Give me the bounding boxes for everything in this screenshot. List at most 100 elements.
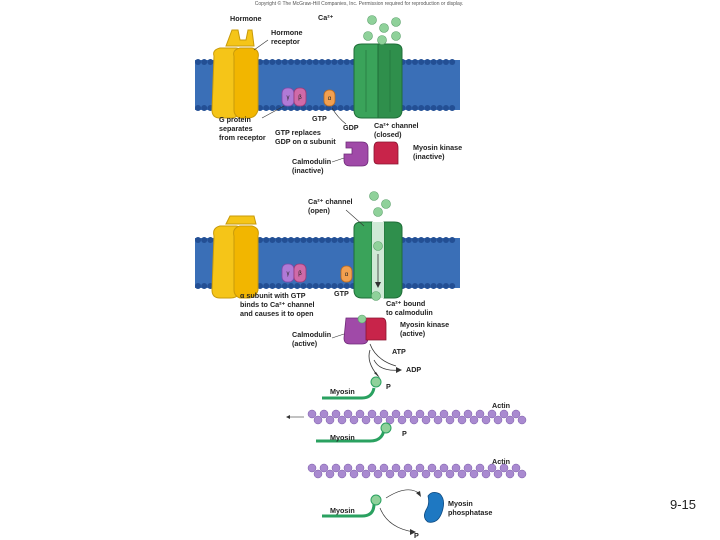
phospholipid-head (449, 59, 456, 65)
actin-bead (355, 463, 365, 473)
hormone-molecule (225, 215, 257, 225)
actin-bead (433, 415, 443, 425)
label-alpha-subunit-1: α subunit with GTP (240, 291, 306, 300)
actin-bead (325, 415, 335, 425)
phospholipid-head (424, 283, 431, 289)
phospholipid-head (269, 59, 276, 65)
calcium-channel-open (353, 221, 403, 299)
actin-bead (313, 415, 323, 425)
label-gtp-mid: GTP (334, 289, 349, 298)
label-p3: P (414, 531, 419, 540)
actin-bead (451, 463, 461, 473)
actin-bead (343, 409, 353, 419)
phospholipid-head (288, 237, 294, 243)
actin-bead (463, 463, 473, 473)
phospholipid-head (306, 283, 313, 289)
actin-bead (313, 469, 323, 479)
panel-2-channel-open: γ β α Ca²⁺ channel (open) GTP α subu (195, 191, 460, 348)
label-gtp-replaces-1: GTP replaces (275, 128, 321, 137)
actin-bead (493, 415, 503, 425)
actin-bead (385, 415, 395, 425)
label-ca-bound-2: to calmodulin (386, 308, 433, 317)
label-p2: P (402, 429, 407, 438)
phospholipid-head (337, 283, 344, 289)
phospholipid-head (418, 59, 425, 65)
phospholipid-head (325, 105, 332, 111)
phospholipid-head (343, 105, 350, 111)
label-calmodulin-active-2: (active) (292, 339, 318, 348)
actin-bead (457, 469, 467, 479)
phospholipid-head (281, 283, 288, 289)
actin-bead (487, 463, 497, 473)
actin-bead (361, 415, 371, 425)
phospholipid-head (412, 59, 418, 65)
label-adp: ADP (406, 365, 421, 374)
actin-bead (331, 463, 341, 473)
phospholipid-head (306, 237, 313, 243)
label-alpha-subunit-2: binds to Ca²⁺ channel (240, 300, 314, 309)
panel-3-myosin-phosphorylation: ATP ADP P Myosin Actin P Myosin Actin My… (286, 343, 527, 540)
actin-bead (475, 463, 485, 473)
actin-bead (505, 469, 515, 479)
phospholipid-head (436, 105, 443, 111)
actin-filament-2 (307, 463, 527, 479)
actin-bead (319, 409, 329, 419)
g-protein: γ β α (281, 87, 336, 107)
actin-bead (373, 415, 383, 425)
label-ca-channel-closed-2: (closed) (374, 130, 402, 139)
actin-bead (337, 469, 347, 479)
label-myosin2: Myosin (330, 433, 355, 442)
phospholipid-head (325, 59, 332, 65)
phospholipid-head (312, 59, 319, 65)
phospholipid-head (430, 237, 437, 243)
phospholipid-head (412, 237, 418, 243)
actin-bead (415, 463, 425, 473)
calcium-channel-closed (353, 43, 403, 119)
actin-bead (403, 463, 413, 473)
actin-bead (409, 415, 419, 425)
phospholipid-head (436, 59, 443, 65)
label-myosin-kinase-active-1: Myosin kinase (400, 320, 449, 329)
phospholipid-head (405, 237, 412, 243)
actin-bead (361, 469, 371, 479)
label-g-protein-1: G protein (219, 115, 251, 124)
phospholipid-head (201, 105, 208, 111)
alpha-label: α (328, 96, 332, 102)
label-actin2: Actin (492, 457, 510, 466)
phospholipid-head (325, 237, 332, 243)
phospholipid-head (343, 283, 350, 289)
actin-bead (331, 409, 341, 419)
label-hormone: Hormone (230, 14, 262, 23)
phospholipid-head (269, 105, 276, 111)
myosin-head-1 (370, 376, 382, 388)
phospholipid-head (294, 105, 301, 111)
phospholipid-head (443, 283, 449, 289)
page-number: 9-15 (670, 497, 696, 512)
actin-bead (517, 415, 527, 425)
actin-bead (445, 469, 455, 479)
actin-bead (481, 415, 491, 425)
phospholipid-head (263, 105, 270, 111)
actin-bead (409, 469, 419, 479)
phospholipid-head (275, 283, 282, 289)
actin-bead (421, 469, 431, 479)
calcium-ion-bound (357, 314, 367, 324)
actin-bead (397, 469, 407, 479)
actin-bead (439, 409, 449, 419)
label-myosin1: Myosin (330, 387, 355, 396)
phospholipid-head (294, 59, 301, 65)
hormone-receptor (211, 215, 259, 299)
phospholipid-head (412, 283, 418, 289)
actin-bead (391, 409, 401, 419)
phospholipid-head (443, 59, 449, 65)
phospholipid-head (275, 59, 282, 65)
actin-bead (511, 463, 521, 473)
phospholipid-head (281, 237, 288, 243)
actin-bead (349, 469, 359, 479)
actin-bead (415, 409, 425, 419)
actin-bead (349, 415, 359, 425)
phospholipid-head (288, 59, 294, 65)
phospholipid-head (269, 283, 276, 289)
phospholipid-head (436, 283, 443, 289)
phospholipid-head (337, 59, 344, 65)
